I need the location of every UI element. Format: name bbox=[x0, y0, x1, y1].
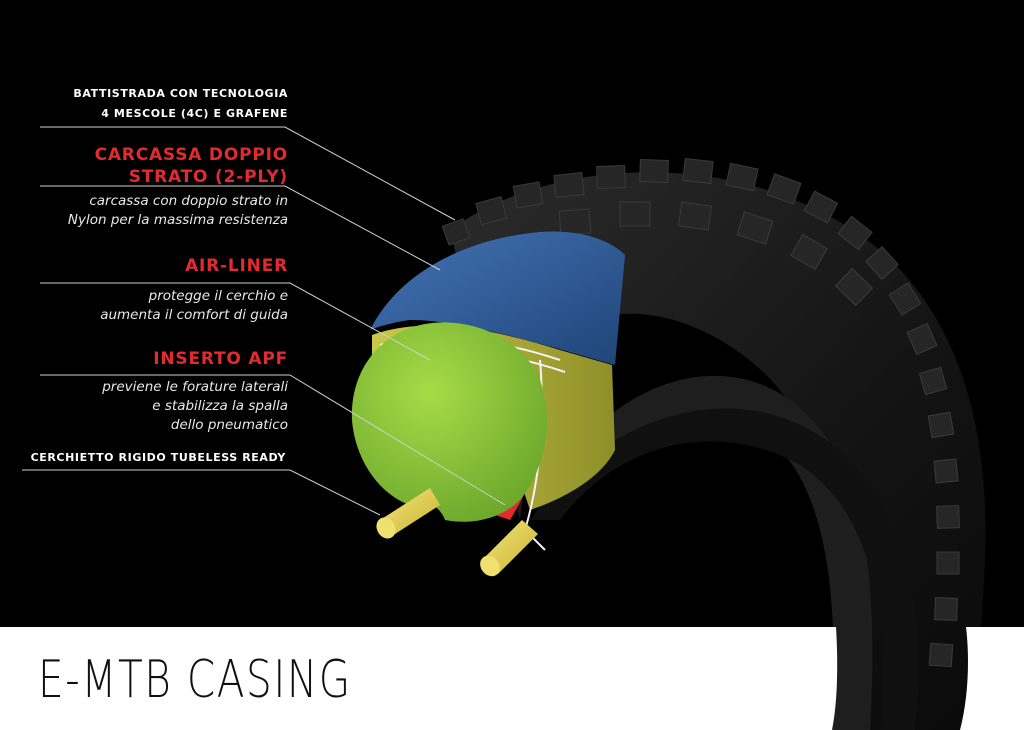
tire-sidewall bbox=[560, 375, 873, 730]
tread-knobs bbox=[441, 158, 960, 668]
label-casing-desc-line1: carcassa con doppio strato in bbox=[89, 193, 288, 209]
label-airliner-desc-line2: aumenta il comfort di guida bbox=[100, 307, 288, 323]
label-apf-desc: previene le forature laterali e stabiliz… bbox=[20, 378, 288, 435]
bead-wire-left bbox=[380, 488, 440, 536]
label-tread-line1: BATTISTRADA CON TECNOLOGIA bbox=[73, 87, 288, 100]
label-airliner-desc-line1: protegge il cerchio e bbox=[148, 288, 288, 304]
label-apf-desc-line2: e stabilizza la spalla bbox=[152, 398, 288, 414]
label-tread: BATTISTRADA CON TECNOLOGIA 4 MESCOLE (4C… bbox=[40, 84, 288, 124]
airliner-green bbox=[351, 322, 548, 522]
label-casing-desc-line2: Nylon per la massima resistenza bbox=[67, 212, 288, 228]
label-tread-line2: 4 MESCOLE (4C) E GRAFENE bbox=[101, 107, 288, 120]
label-airliner-desc: protegge il cerchio e aumenta il comfort… bbox=[20, 287, 288, 325]
page-title: E-MTB CASING bbox=[38, 650, 352, 710]
label-casing-head-line2: STRATO (2-PLY) bbox=[128, 167, 288, 187]
label-bead: CERCHIETTO RIGIDO TUBELESS READY bbox=[30, 451, 286, 464]
bead-wire-left-end bbox=[376, 517, 396, 539]
label-casing-head-line1: CARCASSA DOPPIO bbox=[94, 145, 288, 165]
label-airliner-head: AIR-LINER bbox=[185, 256, 288, 276]
label-casing-desc: carcassa con doppio strato in Nylon per … bbox=[20, 192, 288, 230]
label-apf-desc-line1: previene le forature laterali bbox=[102, 379, 288, 395]
leader-lines bbox=[22, 126, 506, 516]
label-apf-head: INSERTO APF bbox=[153, 349, 288, 369]
label-apf-desc-line3: dello pneumatico bbox=[170, 417, 288, 433]
casing-blue bbox=[370, 231, 625, 365]
label-casing: CARCASSA DOPPIO STRATO (2-PLY) bbox=[40, 144, 288, 188]
bead-wire-right-end bbox=[480, 555, 500, 577]
